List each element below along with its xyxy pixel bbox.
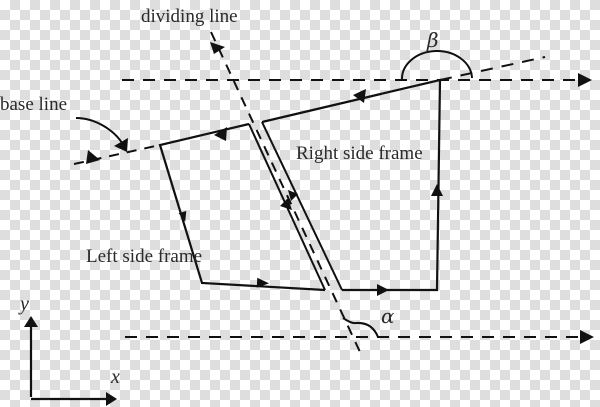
xy-axes: [24, 316, 117, 406]
arrowhead-right-icon: [580, 330, 594, 344]
top-reference-line: [122, 73, 592, 87]
left-side-frame-label: Left side frame: [86, 246, 202, 267]
bottom-reference-line: [125, 330, 594, 344]
dividing-line-label: dividing line: [141, 6, 238, 27]
right-side-frame: [261, 78, 443, 296]
base-line-pointer: [75, 117, 128, 152]
arrowhead-right-icon: [578, 73, 592, 87]
right-side-frame-label: Right side frame: [296, 143, 423, 164]
beta-label: β: [426, 28, 439, 52]
y-axis-arrow-icon: [24, 316, 38, 327]
arrowhead-icon: [86, 150, 100, 164]
beta-arc: [400, 49, 473, 81]
base-line-label: base line: [0, 94, 67, 115]
alpha-arc: [342, 317, 379, 338]
alpha-label: α: [381, 304, 395, 328]
x-axis-arrow-icon: [106, 392, 117, 406]
arrowhead-icon: [210, 42, 225, 54]
pointer-arrowhead-icon: [114, 138, 128, 152]
y-axis-label: y: [18, 293, 29, 315]
x-axis-label: x: [110, 366, 120, 388]
dividing-line: [210, 31, 361, 353]
base-line: [73, 56, 546, 165]
